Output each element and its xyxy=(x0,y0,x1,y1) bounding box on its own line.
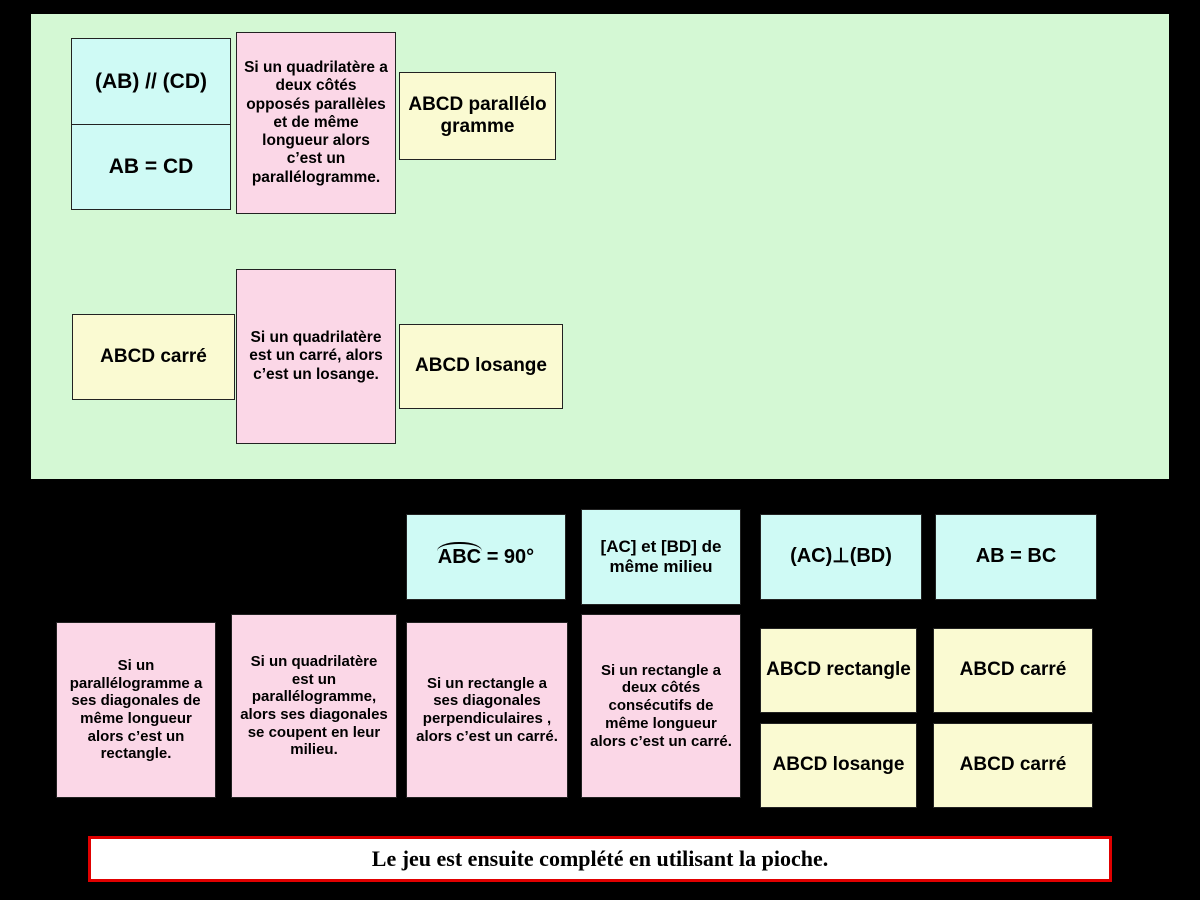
premise-label: AB = CD xyxy=(108,155,194,178)
conclusion-text: ABCD carré xyxy=(959,659,1067,681)
pool-conclusion-abcd-losange[interactable]: ABCD losange xyxy=(760,723,917,808)
theorem-card-carre-losange[interactable]: Si un quadrilatère est un carré, alors c… xyxy=(236,269,396,444)
pool-card-ab-equals-bc[interactable]: AB = BC xyxy=(935,514,1097,600)
premise-card-abcd-carre[interactable]: ABCD carré xyxy=(72,314,235,400)
premise-label: ABCD carré xyxy=(100,345,207,367)
premise-label: (AB) // (CD) xyxy=(95,69,207,93)
theorem-text: Si un quadrilatère est un parallélogramm… xyxy=(240,652,388,759)
conclusion-text: ABCD parallélo gramme xyxy=(408,93,547,137)
pool-card-ac-bd-meme-milieu[interactable]: [AC] et [BD] de même milieu xyxy=(581,509,741,605)
premise-label: (AC)⊥(BD) xyxy=(790,545,892,568)
conclusion-text: ABCD carré xyxy=(959,754,1067,776)
pool-theorem-rectangle-cotes-consecutifs[interactable]: Si un rectangle a deux côtés consécutifs… xyxy=(581,614,741,798)
theorem-text: Si un quadrilatère a deux côtés opposés … xyxy=(244,59,388,186)
green-work-mat: (AB) // (CD) AB = CD Si un quadrilatère … xyxy=(31,14,1169,479)
premise-label: AB = BC xyxy=(975,545,1057,568)
pool-conclusion-abcd-rectangle[interactable]: ABCD rectangle xyxy=(760,628,917,713)
theorem-card-parallelogram[interactable]: Si un quadrilatère a deux côtés opposés … xyxy=(236,32,396,214)
premise-card-ab-equals-cd[interactable]: AB = CD xyxy=(72,124,230,209)
pool-theorem-diagonales-rectangle[interactable]: Si un parallélogramme a ses diagonales d… xyxy=(56,622,216,798)
premise-label: [AC] et [BD] de même milieu xyxy=(600,536,722,576)
theorem-text: Si un rectangle a ses diagonales perpend… xyxy=(416,674,558,745)
premise-card-ab-parallel-cd[interactable]: (AB) // (CD) xyxy=(72,39,230,124)
conclusion-card-parallelogramme[interactable]: ABCD parallélo gramme xyxy=(399,72,556,160)
angle-arc-icon: ABC xyxy=(436,542,483,569)
pool-card-angle-abc-90[interactable]: ABC = 90° xyxy=(406,514,566,600)
pool-theorem-rectangle-diagonales-perpendiculaires[interactable]: Si un rectangle a ses diagonales perpend… xyxy=(406,622,568,798)
pool-theorem-diagonales-milieu[interactable]: Si un quadrilatère est un parallélogramm… xyxy=(231,614,397,798)
conclusion-text: ABCD losange xyxy=(772,754,905,776)
conclusion-card-losange[interactable]: ABCD losange xyxy=(399,324,563,409)
theorem-text: Si un quadrilatère est un carré, alors c… xyxy=(249,329,383,383)
theorem-text: Si un parallélogramme a ses diagonales d… xyxy=(69,656,203,763)
footer-banner: Le jeu est ensuite complété en utilisant… xyxy=(88,836,1112,882)
theorem-text: Si un rectangle a deux côtés consécutifs… xyxy=(590,661,732,750)
conclusion-text: ABCD losange xyxy=(415,355,547,377)
premise-stack-chain-1[interactable]: (AB) // (CD) AB = CD xyxy=(71,38,231,210)
angle-notation: ABC = 90° xyxy=(436,542,535,570)
conclusion-text: ABCD rectangle xyxy=(766,659,911,681)
angle-value: = 90° xyxy=(481,546,535,569)
pool-conclusion-abcd-carre-1[interactable]: ABCD carré xyxy=(933,628,1093,713)
footer-text: Le jeu est ensuite complété en utilisant… xyxy=(371,846,829,871)
pool-card-ac-perpendicular-bd[interactable]: (AC)⊥(BD) xyxy=(760,514,922,600)
pool-conclusion-abcd-carre-2[interactable]: ABCD carré xyxy=(933,723,1093,808)
